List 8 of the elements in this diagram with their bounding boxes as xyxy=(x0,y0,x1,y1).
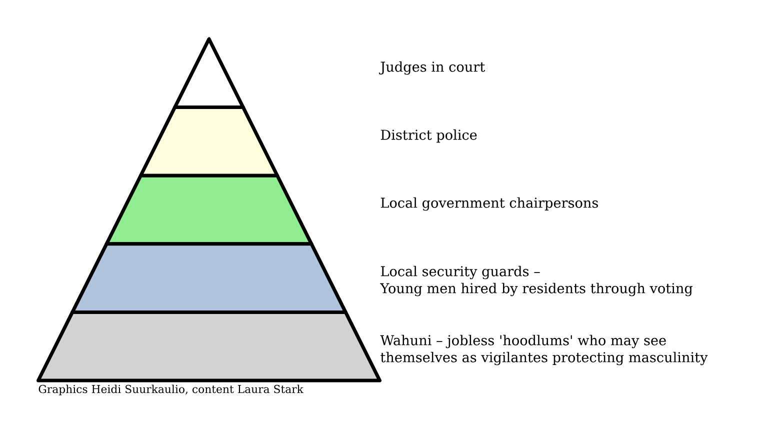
pyramid-band xyxy=(104,174,314,246)
level-label: District police xyxy=(380,129,477,143)
pyramid-band xyxy=(36,310,382,382)
credit-caption: Graphics Heidi Suurkaulio, content Laura Stark xyxy=(38,384,304,396)
pyramid-band xyxy=(70,242,348,314)
level-label: Local government chairpersons xyxy=(380,197,598,211)
level-label: Judges in court xyxy=(379,61,486,75)
level-label: Local security guards – Young men hired by residents through voting xyxy=(380,266,693,296)
